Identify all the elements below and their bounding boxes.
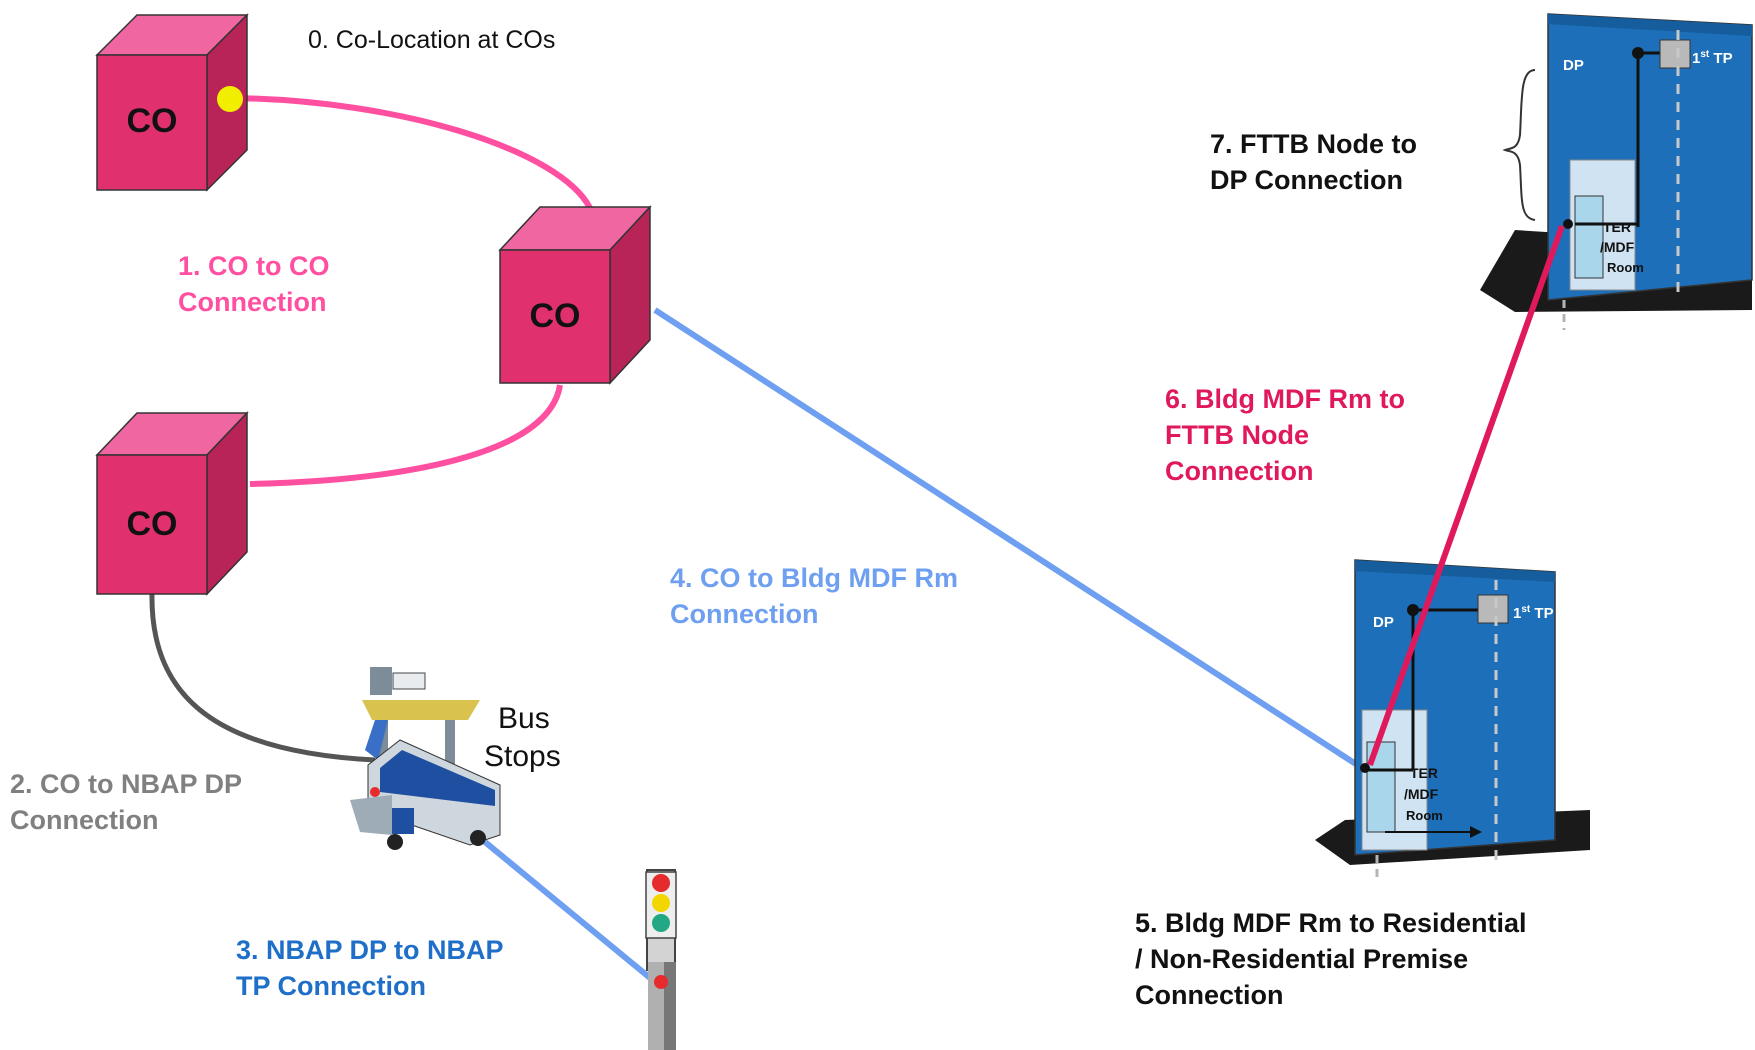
nbap-dp-tp-line xyxy=(483,839,657,985)
co-to-co-label: 1. CO to CO Connection xyxy=(178,251,330,317)
co-to-mdf-line xyxy=(653,307,1364,771)
bus-stops-label: Bus Stops xyxy=(484,702,561,773)
colocation-label: 0. Co-Location at COs xyxy=(308,26,556,54)
traffic-light-icon xyxy=(645,869,677,1050)
first-tp-label: 1st TP xyxy=(1692,49,1733,67)
fttb-building-top: DP 1st TP TER /MDF Room xyxy=(1480,13,1753,330)
room-label-line3: Room xyxy=(1406,808,1443,823)
dp-label: DP xyxy=(1563,57,1584,74)
co-node-top: CO xyxy=(95,13,249,192)
co-node-bottom: CO xyxy=(95,411,249,596)
co-label: CO xyxy=(530,297,581,335)
colocation-dot xyxy=(217,86,243,112)
room-label-line1: TER xyxy=(1410,765,1438,781)
room-label-line2: /MDF xyxy=(1600,239,1635,255)
bus-stop-icon xyxy=(350,667,501,850)
mdf-to-fttb-label: 6. Bldg MDF Rm to FTTB Node Connection xyxy=(1165,384,1405,486)
dp-label: DP xyxy=(1373,614,1394,631)
mdf-to-fttb-line xyxy=(1367,224,1565,767)
co-to-co-line-top xyxy=(231,95,593,210)
co-node-middle: CO xyxy=(498,205,652,385)
co-to-mdf-label: 4. CO to Bldg MDF Rm Connection xyxy=(670,563,958,629)
brace-icon xyxy=(1502,69,1536,221)
first-tp-label: 1st TP xyxy=(1513,604,1554,622)
mdf-building-bottom: DP 1st TP TER /MDF Room xyxy=(1315,559,1590,880)
fttb-to-dp-label: 7. FTTB Node to DP Connection xyxy=(1210,129,1417,195)
room-label-line3: Room xyxy=(1607,260,1644,275)
co-to-co-line-bottom xyxy=(249,384,563,487)
co-label: CO xyxy=(127,505,178,543)
mdf-to-premise-label: 5. Bldg MDF Rm to Residential / Non-Resi… xyxy=(1135,908,1527,1010)
co-to-nbap-label: 2. CO to NBAP DP Connection xyxy=(10,769,243,835)
co-to-nbap-line xyxy=(149,592,376,763)
co-label: CO xyxy=(127,102,178,140)
nbap-dp-tp-label: 3. NBAP DP to NBAP TP Connection xyxy=(236,935,504,1001)
room-label-line2: /MDF xyxy=(1404,786,1439,802)
room-label-line1: TER xyxy=(1603,219,1631,235)
